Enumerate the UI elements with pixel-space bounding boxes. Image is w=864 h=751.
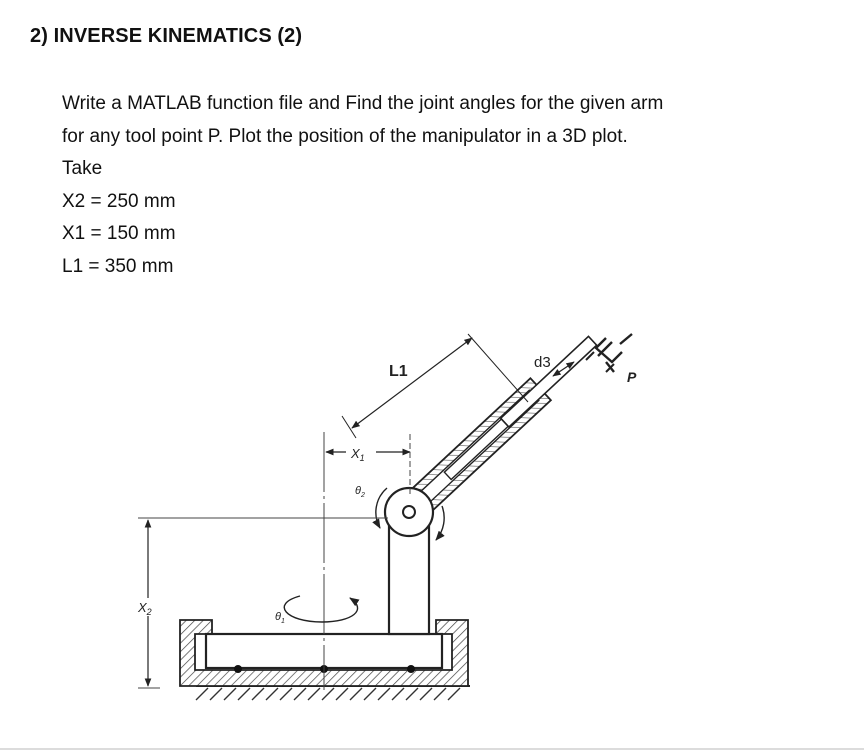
- elbow-joint: [383, 486, 435, 538]
- label-theta2: θ2: [355, 485, 365, 499]
- arm: [397, 335, 598, 525]
- dimension-x1: [325, 434, 411, 494]
- bottom-divider: [0, 748, 864, 750]
- theta1-rotation-arrow: [283, 595, 360, 623]
- theta2-arc: [372, 487, 388, 529]
- given-x2: X2 = 250 mm: [62, 190, 176, 212]
- given-x1: X1 = 150 mm: [62, 223, 176, 245]
- ground: [195, 685, 470, 701]
- label-x2: X2: [137, 600, 152, 617]
- label-d3: d3: [534, 354, 551, 371]
- problem-statement: Write a MATLAB function file and Find th…: [62, 88, 842, 284]
- problem-heading: 2) INVERSE KINEMATICS (2): [30, 25, 303, 47]
- statement-line-take: Take: [62, 158, 103, 180]
- theta2-arc-right: [435, 505, 445, 541]
- statement-line-1: Write a MATLAB function file and Find th…: [62, 93, 664, 114]
- gripper: [585, 333, 633, 373]
- dimension-l1: [341, 333, 529, 439]
- label-tool-point-p: P: [627, 369, 637, 385]
- dimension-x2: [136, 517, 388, 689]
- label-theta1: θ1: [275, 611, 285, 625]
- label-x1: X1: [350, 446, 365, 463]
- dimension-d3: [552, 361, 575, 377]
- label-l1: L1: [389, 363, 408, 380]
- given-l1: L1 = 350 mm: [62, 255, 174, 277]
- statement-line-2: for any tool point P. Plot the position …: [62, 125, 628, 147]
